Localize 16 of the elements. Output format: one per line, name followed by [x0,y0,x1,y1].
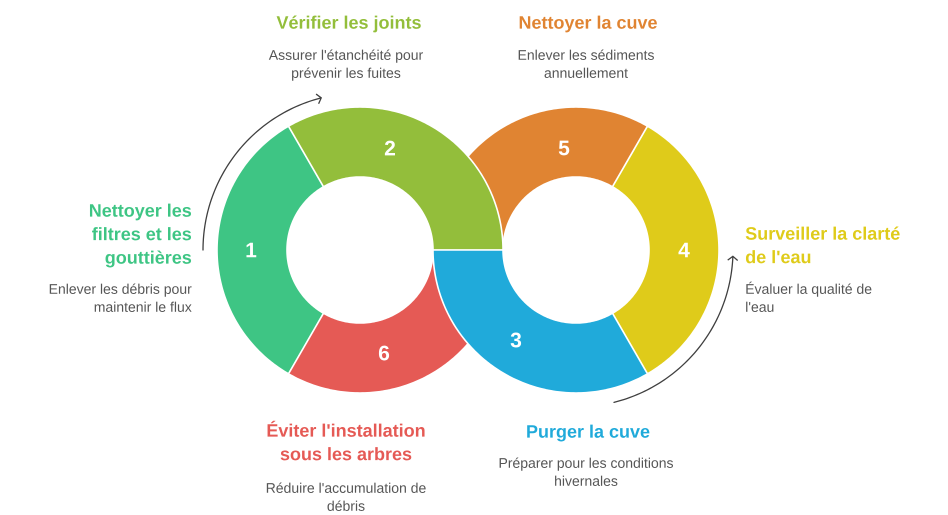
step-heading: Surveiller la clarté de l'eau [746,226,900,264]
ring-segment: 3 [432,249,648,394]
step-description: Évaluer la qualité de l'eau [746,282,872,312]
step-heading: Éviter l'installation sous les arbres [268,420,425,460]
step-description: Préparer pour les conditions hivernales [500,457,673,486]
step-heading: Vérifier les joints [276,15,421,32]
step-heading: Nettoyer les filtres et les gouttières [90,204,192,268]
step-description: Réduire l'accumulation de débris [266,482,426,511]
ring-segment: 2 [288,106,504,251]
step-heading: Nettoyer la cuve [520,16,657,32]
step-description: Enlever les sédiments annuellement [518,49,654,78]
step-description: Enlever les débris pour maintenir le flux [50,283,192,312]
step-description: Assurer l'étanchéité pour prévenir les fuites [268,49,423,81]
ring-segment: 1 [216,125,324,375]
ring-segment: 4 [612,125,720,375]
step-heading: Purger la cuve [527,424,650,442]
